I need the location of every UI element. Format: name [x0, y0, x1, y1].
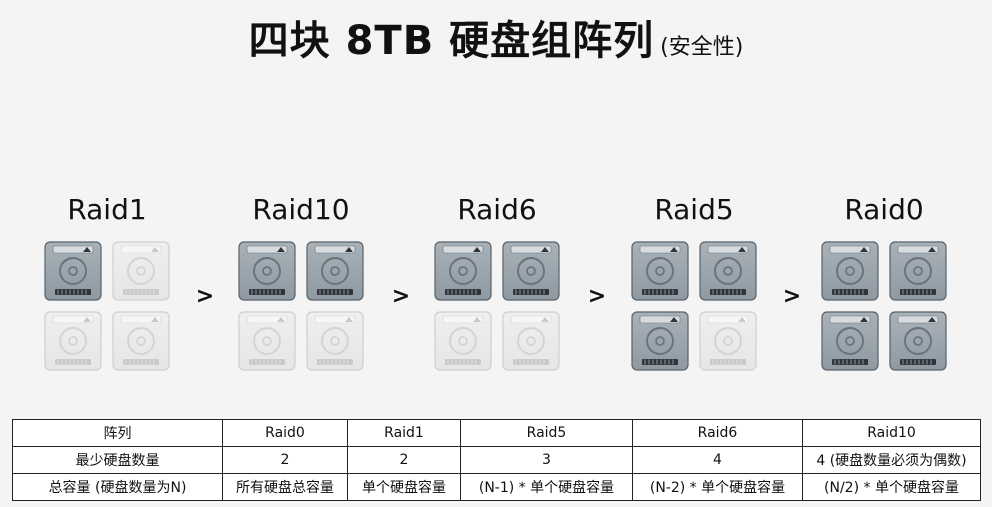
title-subtitle: (安全性) — [660, 35, 744, 60]
raid-group-raid1: Raid1 — [37, 190, 177, 372]
table-cell: 4 — [632, 446, 803, 474]
hard-drive-inactive-icon — [111, 240, 171, 302]
raid-label: Raid6 — [457, 193, 537, 226]
greater-than-sign: > — [391, 284, 411, 309]
raid-group-raid5: Raid5 — [624, 190, 764, 372]
hard-drive-inactive-icon — [433, 310, 493, 372]
header-cell: Raid6 — [632, 419, 803, 447]
table-cell: 最少硬盘数量 — [12, 446, 223, 474]
disk-grid — [37, 240, 177, 372]
hard-drive-inactive-icon — [43, 310, 103, 372]
hard-drive-icon — [237, 240, 297, 302]
table-cell: (N-1) * 单个硬盘容量 — [460, 473, 633, 501]
hard-drive-icon — [501, 240, 561, 302]
table-row: 总容量 (硬盘数量为N) 所有硬盘总容量 单个硬盘容量 (N-1) * 单个硬盘… — [12, 473, 981, 501]
raid-label: Raid5 — [654, 193, 734, 226]
hard-drive-inactive-icon — [305, 310, 365, 372]
table-cell: 单个硬盘容量 — [347, 473, 461, 501]
hard-drive-inactive-icon — [111, 310, 171, 372]
header-cell: Raid1 — [347, 419, 461, 447]
hard-drive-icon — [820, 240, 880, 302]
hard-drive-icon — [630, 240, 690, 302]
greater-than-sign: > — [587, 284, 607, 309]
hard-drive-icon — [305, 240, 365, 302]
hard-drive-icon — [433, 240, 493, 302]
page-title: 四块 8TB 硬盘组阵列(安全性) — [0, 8, 992, 66]
header-cell: Raid10 — [802, 419, 981, 447]
hard-drive-icon — [888, 310, 948, 372]
table-header-row: 阵列 Raid0 Raid1 Raid5 Raid6 Raid10 — [12, 419, 981, 447]
raid-label: Raid0 — [844, 193, 924, 226]
table-cell: (N-2) * 单个硬盘容量 — [632, 473, 803, 501]
hard-drive-icon — [888, 240, 948, 302]
hard-drive-icon — [698, 240, 758, 302]
raid-label: Raid1 — [67, 193, 147, 226]
hard-drive-icon — [820, 310, 880, 372]
hard-drive-inactive-icon — [237, 310, 297, 372]
disk-grid — [231, 240, 371, 372]
table-cell: 所有硬盘总容量 — [222, 473, 348, 501]
table-cell: 总容量 (硬盘数量为N) — [12, 473, 223, 501]
disk-grid — [814, 240, 954, 372]
table-cell: 3 — [460, 446, 633, 474]
hard-drive-icon — [43, 240, 103, 302]
raid-spec-table: 阵列 Raid0 Raid1 Raid5 Raid6 Raid10 最少硬盘数量… — [12, 419, 981, 501]
raid-group-raid6: Raid6 — [427, 190, 567, 372]
table-cell: 2 — [222, 446, 348, 474]
title-main: 四块 8TB 硬盘组阵列 — [248, 18, 655, 64]
header-cell: 阵列 — [12, 419, 223, 447]
raid-group-raid0: Raid0 — [814, 190, 954, 372]
table-cell: 4 (硬盘数量必须为偶数) — [802, 446, 981, 474]
hard-drive-icon — [630, 310, 690, 372]
hard-drive-inactive-icon — [501, 310, 561, 372]
table-cell: (N/2) * 单个硬盘容量 — [802, 473, 981, 501]
raid-label: Raid10 — [252, 193, 350, 226]
header-cell: Raid5 — [460, 419, 633, 447]
table-row: 最少硬盘数量 2 2 3 4 4 (硬盘数量必须为偶数) — [12, 446, 981, 474]
header-cell: Raid0 — [222, 419, 348, 447]
hard-drive-inactive-icon — [698, 310, 758, 372]
greater-than-sign: > — [195, 284, 215, 309]
table-cell: 2 — [347, 446, 461, 474]
disk-grid — [427, 240, 567, 372]
raid-group-raid10: Raid10 — [231, 190, 371, 372]
disk-grid — [624, 240, 764, 372]
greater-than-sign: > — [782, 284, 802, 309]
